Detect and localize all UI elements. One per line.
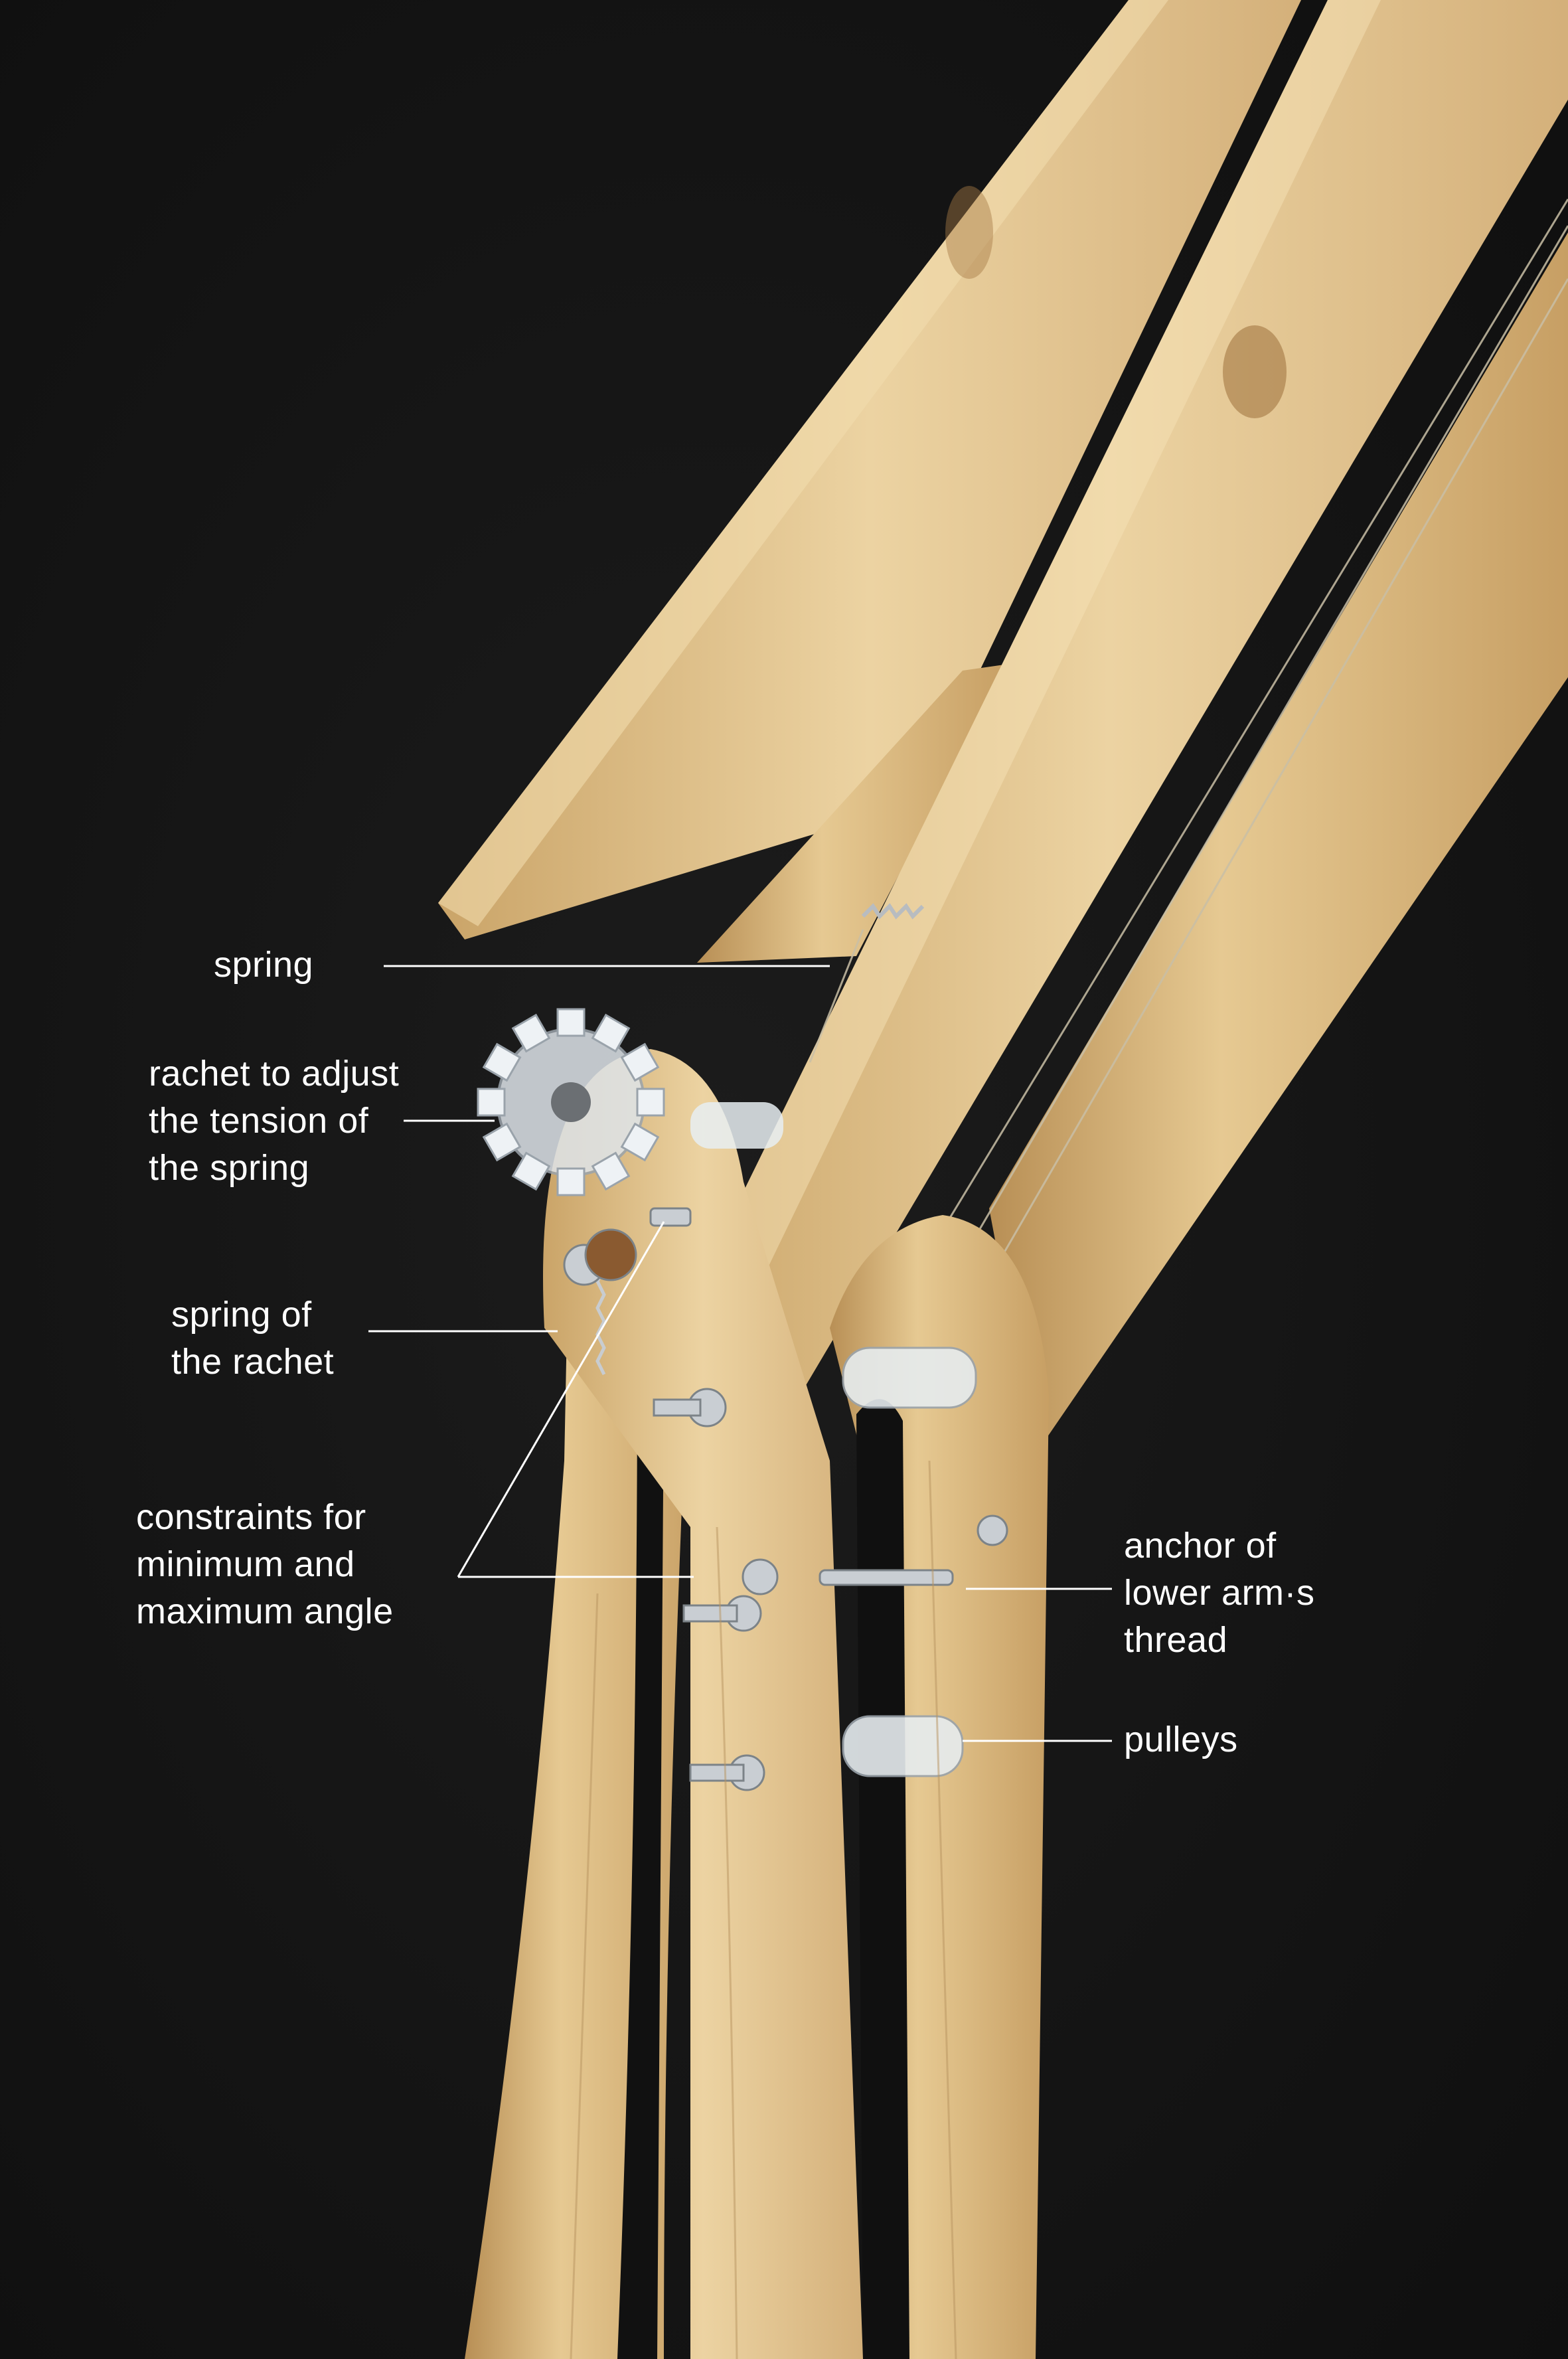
threads xyxy=(809,199,1568,1428)
ratchet-gear xyxy=(477,1008,665,1196)
label-spring-line-1: spring xyxy=(214,945,314,985)
label-spring: spring xyxy=(214,941,313,989)
label-pulleys-line-1: pulleys xyxy=(1124,1720,1238,1759)
label-constraints-line-2: minimum and xyxy=(136,1544,355,1584)
label-anchor-line-3: thread xyxy=(1124,1620,1228,1660)
label-rachet-spring: spring of the rachet xyxy=(171,1291,334,1386)
label-anchor: anchor of lower arm·s thread xyxy=(1124,1522,1315,1664)
acrylic-pulleys xyxy=(842,1346,977,1777)
label-rachet-line-2: the tension of xyxy=(149,1101,369,1141)
label-constraints-line-1: constraints for xyxy=(136,1497,366,1537)
label-anchor-line-1: anchor of xyxy=(1124,1526,1277,1566)
main-upper-arm xyxy=(651,0,1568,1491)
main-spring xyxy=(861,903,925,920)
label-rachet-spring-line-1: spring of xyxy=(171,1295,312,1335)
label-rachet-line-1: rachet to adjust xyxy=(149,1054,400,1094)
hinge-roller xyxy=(690,1102,783,1149)
upper-arm-slat-left xyxy=(438,0,1301,939)
label-rachet-line-3: the spring xyxy=(149,1148,310,1188)
label-anchor-line-2: lower arm·s xyxy=(1124,1573,1315,1613)
upper-arm-slat-middle xyxy=(697,664,1009,963)
right-arm xyxy=(989,232,1568,1454)
label-pulleys: pulleys xyxy=(1124,1716,1238,1763)
label-rachet-spring-line-2: the rachet xyxy=(171,1342,335,1382)
label-constraints-line-3: maximum angle xyxy=(136,1591,394,1631)
label-rachet: rachet to adjust the tension of the spri… xyxy=(149,1050,399,1192)
label-constraints: constraints for minimum and maximum angl… xyxy=(136,1494,394,1635)
